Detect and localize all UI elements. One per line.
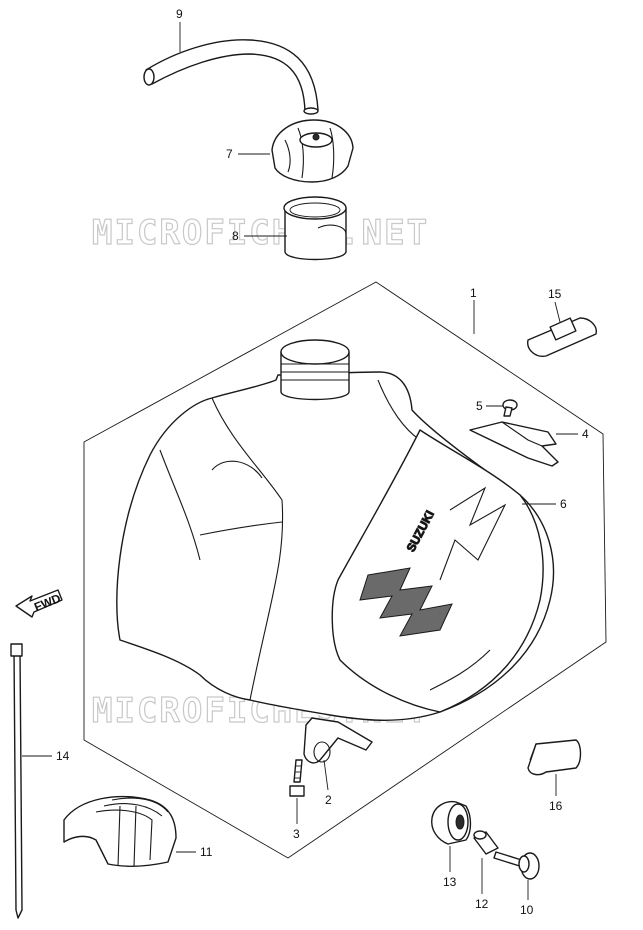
callout-15: 15 bbox=[548, 287, 562, 301]
part-1-fuel-tank[interactable]: SUZUKI bbox=[116, 339, 555, 721]
callout-1: 1 bbox=[470, 286, 477, 300]
part-13-grommet[interactable] bbox=[431, 800, 472, 845]
part-9-breather-hose[interactable] bbox=[143, 39, 319, 115]
tank-emblem bbox=[359, 567, 453, 637]
callout-labels: 9 7 8 1 15 5 4 6 14 2 3 16 11 13 12 10 bbox=[56, 7, 589, 917]
callout-7: 7 bbox=[226, 147, 233, 161]
part-12-collar[interactable] bbox=[473, 830, 499, 855]
callout-14: 14 bbox=[56, 749, 70, 763]
callout-9: 9 bbox=[176, 7, 183, 21]
part-14-cable-tie[interactable] bbox=[10, 643, 23, 919]
callout-11: 11 bbox=[200, 845, 213, 859]
callout-10: 10 bbox=[520, 903, 534, 917]
part-4-bracket[interactable] bbox=[469, 421, 559, 467]
callout-13: 13 bbox=[443, 875, 457, 889]
callout-12: 12 bbox=[475, 897, 489, 911]
callout-5: 5 bbox=[476, 399, 483, 413]
leader-lines bbox=[22, 22, 578, 900]
watermark-top: MICROFICHES.NET bbox=[92, 213, 429, 253]
assembly-outline bbox=[83, 281, 607, 859]
part-2-cushion[interactable] bbox=[303, 717, 373, 764]
part-7-fuel-cap[interactable] bbox=[271, 119, 354, 183]
part-8-strainer[interactable] bbox=[283, 196, 347, 261]
callout-3: 3 bbox=[293, 827, 300, 841]
forward-arrow-icon: FWD bbox=[15, 589, 63, 618]
callout-8: 8 bbox=[232, 229, 239, 243]
part-5-screw[interactable] bbox=[502, 399, 518, 417]
fwd-label: FWD bbox=[32, 591, 63, 614]
part-10-bolt[interactable] bbox=[493, 851, 540, 880]
part-16-damper[interactable] bbox=[527, 739, 582, 776]
callout-6: 6 bbox=[560, 497, 567, 511]
part-11-cushion-pad[interactable] bbox=[63, 795, 177, 867]
callout-16: 16 bbox=[549, 799, 563, 813]
part-3-bolt[interactable] bbox=[289, 759, 305, 797]
part-15-strap[interactable] bbox=[527, 317, 597, 357]
callout-4: 4 bbox=[582, 427, 589, 441]
callout-2: 2 bbox=[325, 793, 332, 807]
